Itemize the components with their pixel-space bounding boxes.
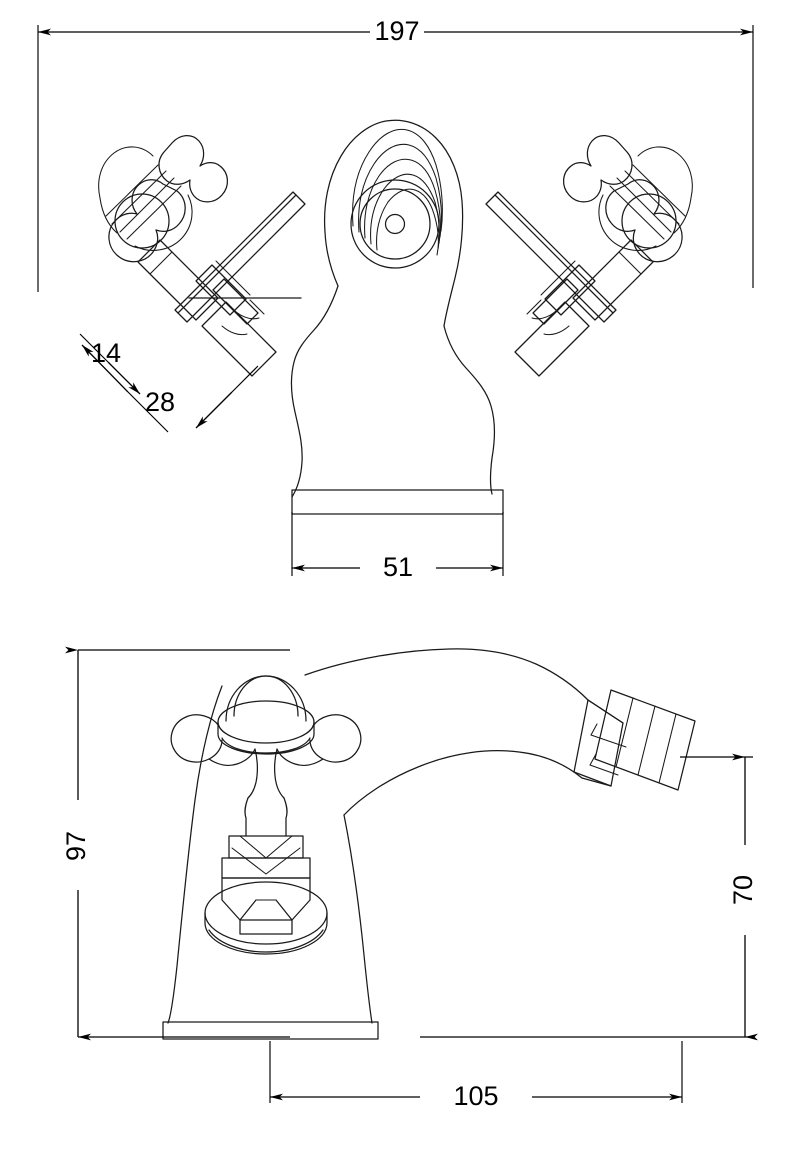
- handle-right-top: [485, 135, 693, 377]
- dimension-28: 28: [79, 333, 259, 429]
- faucet-body-top: [290, 119, 496, 498]
- spout-ribs-top: [352, 128, 443, 256]
- dimension-97: 97: [61, 646, 290, 1041]
- dimension-value-97: 97: [61, 831, 91, 861]
- faucet-body-side: [167, 685, 373, 1024]
- nozzle-ribs-side: [594, 689, 696, 791]
- dimension-70: 70: [420, 753, 758, 1041]
- top-view-geometry: [98, 119, 693, 515]
- dimension-value-14: 14: [91, 338, 121, 368]
- dimension-value-28: 28: [145, 387, 175, 417]
- aerator-top: [350, 179, 440, 269]
- spout-side: [304, 648, 627, 816]
- dimension-51: 51: [291, 512, 504, 582]
- dimension-value-51: 51: [383, 552, 413, 582]
- dimension-value-70: 70: [728, 875, 758, 905]
- base-plate-side: [162, 1021, 379, 1040]
- handle-left-top: [98, 135, 306, 377]
- base-plate-top: [291, 489, 504, 515]
- side-view-geometry: [162, 648, 696, 1040]
- dimension-105: 105: [269, 1041, 683, 1111]
- dimension-value-197: 197: [374, 16, 419, 46]
- dimension-value-105: 105: [453, 1081, 498, 1111]
- dimension-14: 14: [81, 338, 169, 433]
- handle-side: [170, 675, 362, 955]
- dimension-197: 197: [37, 16, 754, 292]
